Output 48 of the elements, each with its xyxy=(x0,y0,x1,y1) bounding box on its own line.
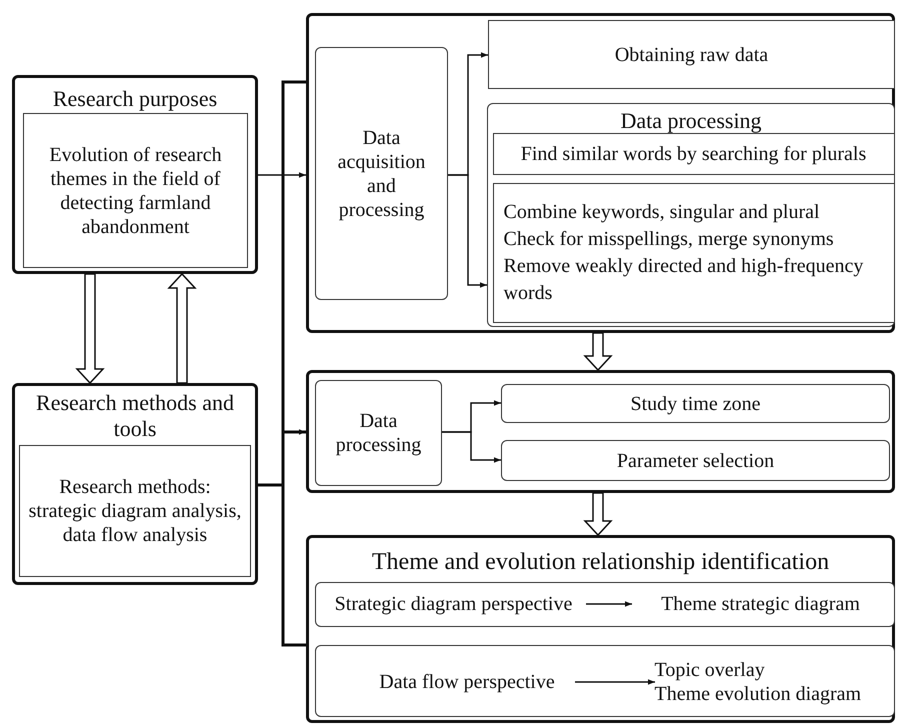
heading: Data processing xyxy=(619,108,763,134)
hollow-arrow xyxy=(75,273,105,384)
hollow-arrow xyxy=(583,332,613,372)
label-text: Data flow perspective xyxy=(360,668,574,696)
process-box xyxy=(501,384,890,423)
box-text: Study time zone xyxy=(630,392,762,416)
heading: Research purposes xyxy=(52,86,218,112)
panel-box xyxy=(315,582,895,627)
process-box xyxy=(19,445,251,577)
panel-box xyxy=(306,13,895,333)
box-text: Obtaining raw data xyxy=(614,42,770,66)
box-text: Remove weakly directed and high-frequency words xyxy=(504,254,864,306)
heading: Theme and evolution relationship identification xyxy=(370,548,830,577)
label-text: Theme evolution diagram xyxy=(654,682,862,706)
arrow xyxy=(258,172,306,178)
process-box xyxy=(501,440,890,481)
arrow xyxy=(442,431,501,463)
group-box xyxy=(306,535,895,723)
panel-box xyxy=(306,370,895,493)
hollow-arrow xyxy=(583,492,613,536)
process-box xyxy=(492,182,894,322)
box-text: Check for misspellings, merge synonyms xyxy=(504,226,835,252)
group-box xyxy=(12,383,258,585)
box-text: Find similar words by searching for plurals xyxy=(520,142,868,166)
process-box xyxy=(315,47,448,300)
arrow xyxy=(258,429,306,486)
arrow xyxy=(586,601,632,607)
label-text: Strategic diagram perspective xyxy=(322,590,586,618)
process-box xyxy=(492,132,894,174)
box-text: Evolution of research themes in the field of detecting farmland abandonment xyxy=(48,142,223,238)
connector-line xyxy=(282,80,306,646)
group-box xyxy=(487,103,895,327)
process-box xyxy=(315,380,442,486)
label-text: Theme strategic diagram xyxy=(632,590,890,618)
label-text: Topic overlay xyxy=(654,658,766,682)
process-box xyxy=(488,20,895,89)
box-text: Research methods: strategic diagram analysis, data flow analysis xyxy=(28,475,242,547)
box-text: Combine keywords, singular and plural xyxy=(504,200,821,224)
panel-box xyxy=(315,645,895,717)
box-text: Parameter selection xyxy=(616,448,776,472)
box-text: Data acquisition and processing xyxy=(336,126,426,222)
arrow xyxy=(575,679,655,685)
arrow xyxy=(448,174,487,288)
hollow-arrow xyxy=(167,272,197,384)
box-text: Data processing xyxy=(334,409,422,457)
heading: Research methods and tools xyxy=(35,390,235,443)
group-box xyxy=(12,75,258,274)
process-box xyxy=(23,113,248,268)
